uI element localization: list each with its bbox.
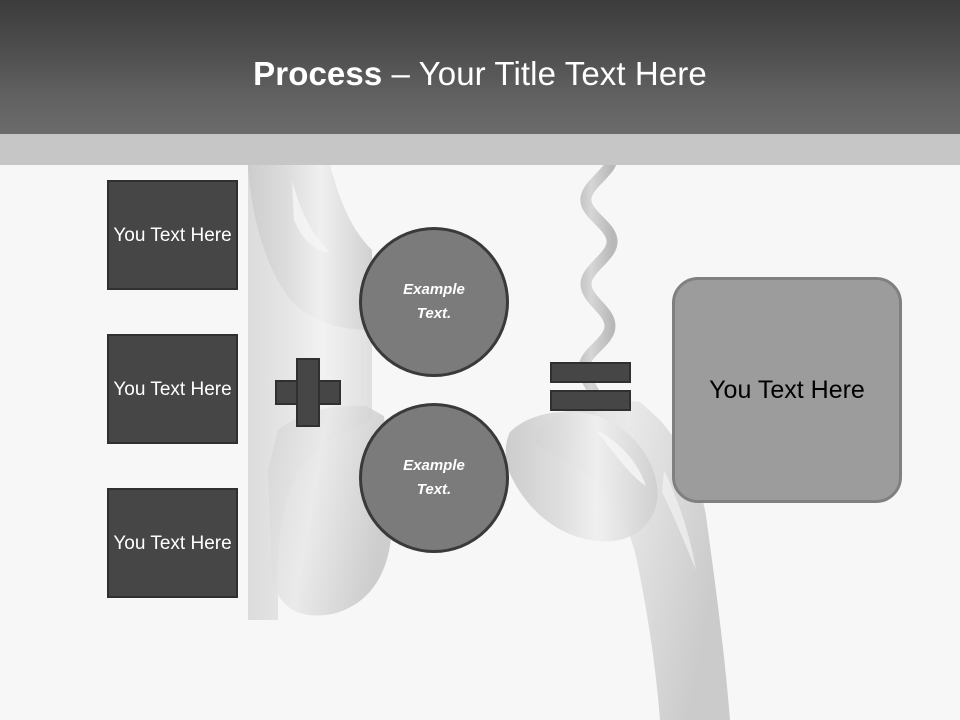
header-bar bbox=[0, 0, 960, 134]
example-circle-1-line2: Text. bbox=[416, 305, 452, 322]
input-box-3[interactable]: You Text Here bbox=[107, 488, 238, 598]
plus-operator-icon bbox=[275, 358, 341, 427]
example-circle-2-line1: Example bbox=[403, 457, 465, 474]
input-box-2[interactable]: You Text Here bbox=[107, 334, 238, 444]
input-box-1[interactable]: You Text Here bbox=[107, 180, 238, 290]
equals-operator-icon bbox=[550, 362, 631, 411]
equals-top-bar bbox=[550, 362, 631, 383]
example-circle-2[interactable]: Example Text. bbox=[359, 403, 509, 553]
page-title-strong: Process bbox=[253, 55, 383, 92]
example-circle-1-line1: Example bbox=[403, 281, 465, 298]
example-circle-2-line2: Text. bbox=[416, 481, 452, 498]
example-circle-1[interactable]: Example Text. bbox=[359, 227, 509, 377]
equals-bottom-bar bbox=[550, 390, 631, 411]
plus-center-fill bbox=[298, 382, 318, 403]
result-box[interactable]: You Text Here bbox=[672, 277, 902, 503]
header-accent-band bbox=[0, 134, 960, 165]
page-title: Process – Your Title Text Here bbox=[0, 52, 960, 96]
page-title-light: – Your Title Text Here bbox=[382, 55, 707, 92]
